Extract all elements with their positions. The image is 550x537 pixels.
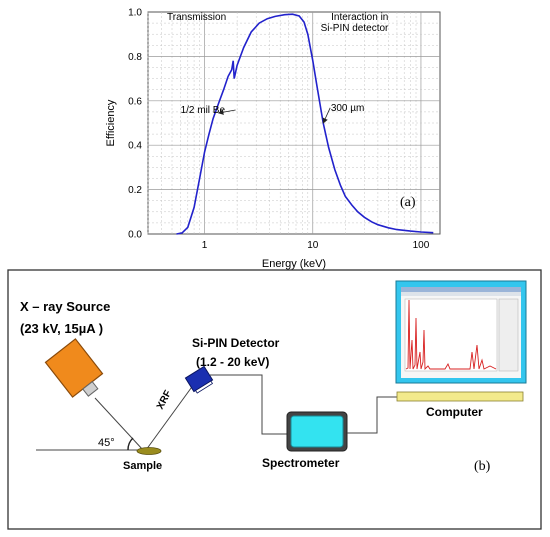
- xray-source-params: (23 kV, 15µA ): [20, 321, 103, 336]
- spectrometer-label: Spectrometer: [262, 456, 340, 470]
- y-tick-label: 1.0: [128, 8, 142, 19]
- chart-annotation: Si-PIN detector: [321, 23, 389, 34]
- detector-body: [184, 365, 214, 393]
- xray-source-title: X – ray Source: [20, 299, 110, 314]
- incident-beam: [94, 397, 144, 451]
- y-tick-label: 0.0: [128, 230, 142, 241]
- xrf-label: XRF: [155, 389, 174, 412]
- y-tick-label: 0.2: [128, 185, 142, 196]
- detector-window: [195, 380, 214, 394]
- angle-label: 45°: [98, 437, 115, 449]
- grid-lines: [147, 12, 440, 234]
- monitor-window-bar: [401, 287, 521, 292]
- angle-arc: [127, 437, 134, 451]
- x-tick-label: 100: [413, 240, 430, 251]
- fluorescence-beam: [145, 383, 195, 451]
- chart-annotation: Transmission: [167, 12, 226, 23]
- panel-b-label: (b): [474, 459, 491, 474]
- sample-disc: [136, 447, 162, 455]
- spectrometer-screen: [290, 415, 344, 448]
- efficiency-chart: 1 10 100 0.0 0.2 0.4 0.6 0.8 1.0 Transmission Int…: [105, 8, 441, 270]
- monitor-spectrum: [405, 299, 497, 371]
- annotation-arrow: [322, 107, 331, 124]
- si-pin-detector: [184, 365, 214, 394]
- diagram-frame: [7, 269, 542, 530]
- y-tick-label: 0.6: [128, 96, 142, 107]
- computer-monitor: [395, 280, 527, 402]
- x-tick-label: 10: [307, 240, 319, 251]
- computer-label: Computer: [426, 405, 483, 419]
- sample-label: Sample: [123, 460, 162, 472]
- y-tick-label: 0.8: [128, 52, 142, 63]
- detector-cable: [210, 374, 287, 435]
- series-layer: [176, 13, 434, 235]
- panel-a-label: (a): [400, 195, 416, 210]
- monitor-side-panel: [498, 298, 519, 372]
- chart-annotation: 1/2 mil Be: [181, 105, 226, 116]
- chart-annotation: Interaction in: [331, 12, 388, 23]
- y-axis-label: Efficiency: [105, 99, 117, 146]
- monitor-toolbar: [401, 292, 521, 296]
- axis-ticks: 1 10 100 0.0 0.2 0.4 0.6 0.8 1.0: [128, 8, 430, 252]
- computer-base: [396, 391, 524, 402]
- efficiency-curve: [176, 13, 434, 235]
- xray-source: [44, 338, 104, 398]
- x-tick-label: 1: [202, 240, 208, 251]
- detector-title: Si-PIN Detector: [192, 336, 280, 350]
- annotation-arrow: [217, 109, 236, 115]
- x-axis-label: Energy (keV): [262, 258, 326, 270]
- detector-range: (1.2 - 20 keV): [196, 355, 269, 369]
- y-tick-label: 0.4: [128, 141, 142, 152]
- computer-cable: [347, 396, 397, 434]
- chart-annotation: 300 µm: [331, 103, 365, 114]
- xray-source-nozzle: [82, 380, 99, 397]
